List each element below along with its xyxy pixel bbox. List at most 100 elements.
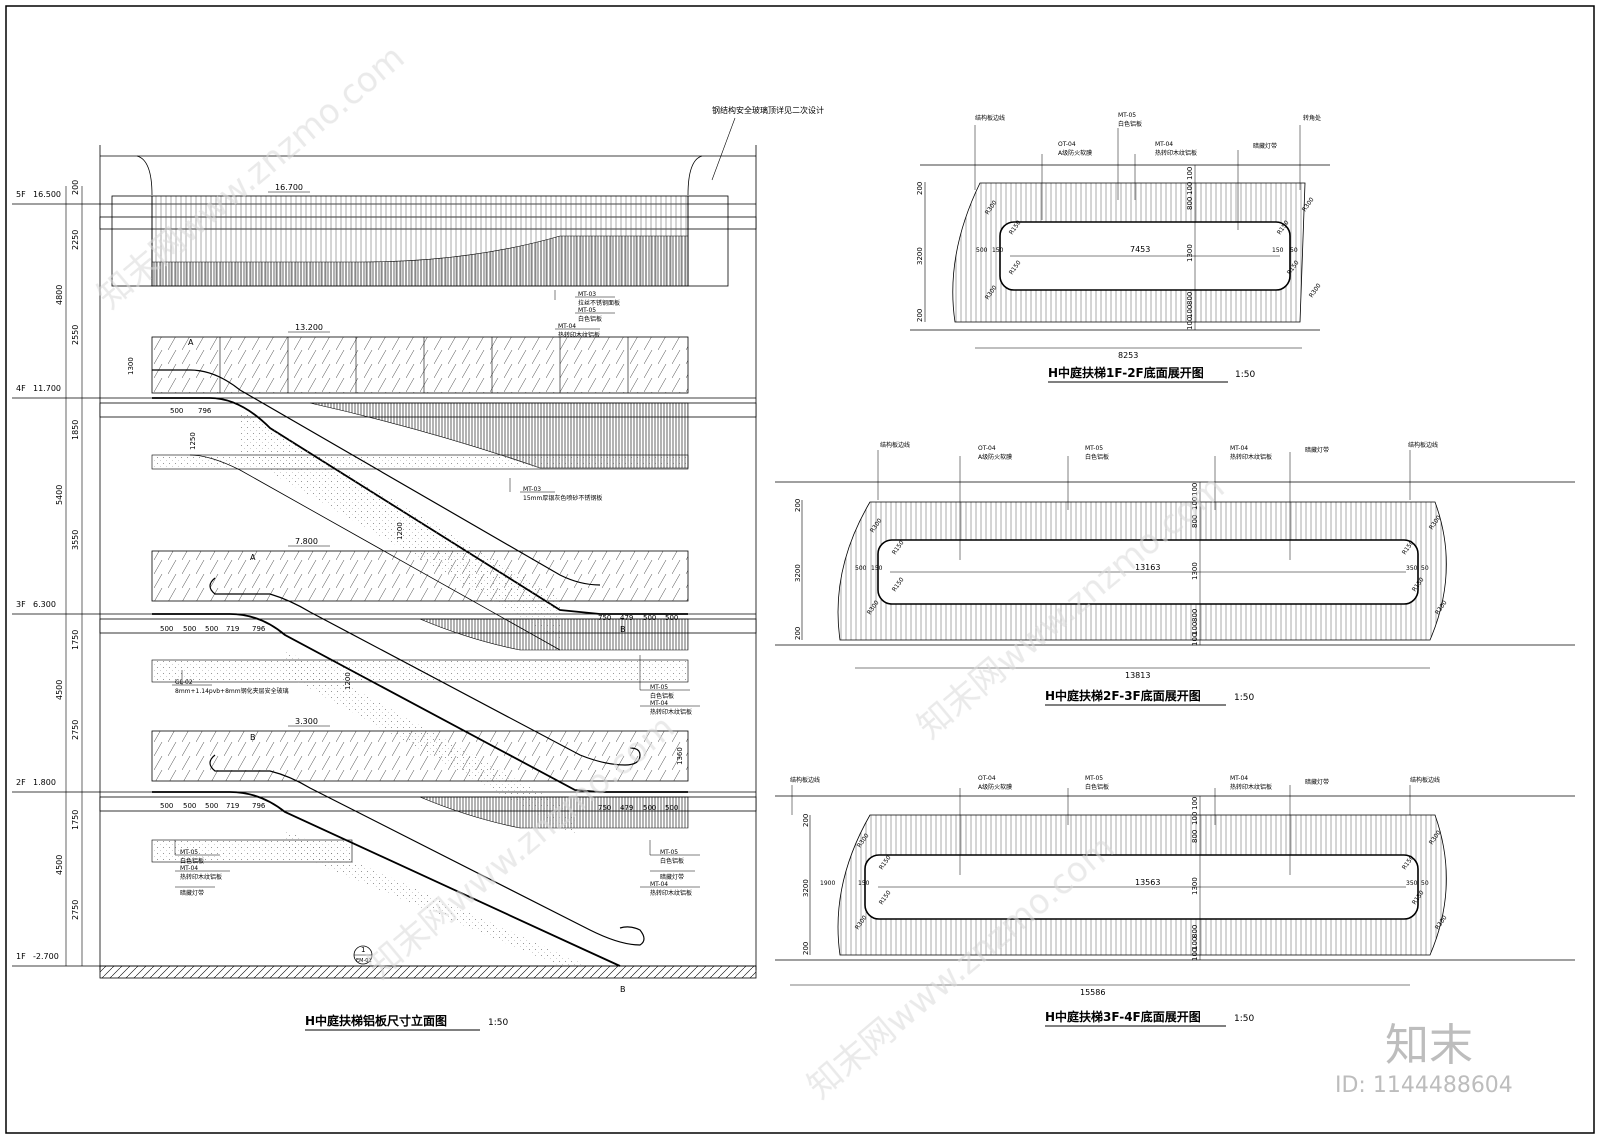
section-mark: B (250, 733, 256, 742)
callout-text: 热转印木纹铝板 (180, 873, 222, 881)
rail-mark: 7.800 (295, 537, 318, 546)
overall-dim: 13813 (1125, 671, 1150, 680)
side-dim: 350 (1406, 565, 1418, 572)
dim-label: 4500 (55, 680, 64, 700)
plan-label-code: MT-04 (1230, 775, 1248, 782)
level-label: 4F (16, 384, 26, 393)
stair-dim: 479 (620, 804, 633, 812)
dim-label: 1300 (1191, 877, 1199, 895)
dim-label: 100 (1186, 167, 1194, 180)
side-dim: 150 (1272, 247, 1284, 254)
callout-code: GL-02 (175, 679, 193, 686)
callout-text: 热转印木纹铝板 (650, 889, 692, 897)
brand-logo: 知末 (1385, 1020, 1473, 1071)
dim-label: 2250 (71, 230, 80, 250)
callout-text: 白色铝板 (180, 857, 204, 865)
dim-label: 1300 (1186, 244, 1194, 262)
plan-label: 转角处 (1303, 114, 1321, 122)
dim-label: 5400 (55, 485, 64, 505)
plan-label-code: MT-04 (1230, 445, 1248, 452)
dim-label: 1750 (71, 630, 80, 650)
stair-dim: 500 (160, 625, 173, 633)
inner-dim: 13563 (1135, 878, 1160, 887)
side-dim: 150 (858, 880, 870, 887)
callout-text: 热转印木纹铝板 (650, 708, 692, 716)
callout-text: 拉丝不锈钢面板 (578, 299, 620, 307)
callout-code: MT-04 (650, 881, 668, 888)
plan-label-code: MT-05 (1085, 445, 1103, 452)
plan-label-code: OT-04 (978, 445, 996, 452)
dim-label: 200 (794, 499, 802, 512)
plan-label: 暗藏灯带 (1253, 142, 1277, 150)
callout-text: 热转印木纹铝板 (558, 331, 600, 339)
plan-scale: 1:50 (1235, 370, 1255, 380)
plan-label: 暗藏灯带 (1305, 778, 1329, 786)
rail-mark: 13.200 (295, 323, 323, 332)
side-dim: 50 (1421, 565, 1429, 572)
stair-dim: 500 (160, 802, 173, 810)
dim-label: 100 (1191, 497, 1199, 510)
stair-dim: 500 (643, 804, 656, 812)
callout-code: MT-03 (523, 486, 541, 493)
dim-label: 200 (802, 814, 810, 827)
stair-dim: 1250 (189, 432, 197, 450)
dim-label: 1850 (71, 420, 80, 440)
stair-dim: 500 (643, 614, 656, 622)
dim-label: 800 (1191, 515, 1199, 528)
dim-label: 100 (1191, 948, 1199, 961)
plan-1f-2f: 8253 7453 200 3200 200 100 100 800 1300 … (910, 112, 1330, 383)
stair-dim: 796 (198, 407, 212, 415)
section-mark: A (250, 553, 256, 562)
callout-text: 白色铝板 (650, 692, 674, 700)
plan-title: H中庭扶梯1F-2F底面展开图 (1048, 365, 1204, 380)
plan-label: 热转印木纹铝板 (1230, 453, 1272, 461)
stair-dim: 500 (665, 804, 678, 812)
rail-mark: 16.700 (275, 183, 303, 192)
dim-label: 200 (71, 180, 80, 195)
stair-dim: 500 (183, 625, 196, 633)
plan-label: A级防火软膜 (1058, 149, 1092, 157)
plan-label: 热转印木纹铝板 (1155, 149, 1197, 157)
radius-label: R300 (1308, 282, 1323, 299)
plan-label: 结构板边线 (1410, 776, 1440, 784)
dim-label: 100 (1186, 305, 1194, 318)
stair-dim: 500 (205, 625, 218, 633)
plan-label-code: OT-04 (978, 775, 996, 782)
inner-dim: 13163 (1135, 563, 1160, 572)
stair-dim: 1360 (676, 747, 684, 765)
stair-dim: 500 (170, 407, 183, 415)
stair-dim: 796 (252, 625, 266, 633)
stair-dim: 750 (598, 804, 611, 812)
level-label: 3F (16, 600, 26, 609)
plan-label: 白色铝板 (1085, 453, 1109, 461)
dim-label: 4800 (55, 285, 64, 305)
brand-id: ID: 1144488604 (1335, 1073, 1513, 1098)
dim-label: 2750 (71, 720, 80, 740)
dim-label: 100 (1191, 937, 1199, 950)
dim-label: 800 (1186, 292, 1194, 305)
plan-scale: 1:50 (1234, 693, 1254, 703)
overall-dim: 15586 (1080, 988, 1105, 997)
plan-label: 白色铝板 (1085, 783, 1109, 791)
callout-code: MT-04 (180, 865, 198, 872)
side-dim: 350 (1406, 880, 1418, 887)
plan-label: A级防火软膜 (978, 783, 1012, 791)
section-mark: B (620, 985, 626, 994)
dim-label: 800 (1186, 197, 1194, 210)
dim-label: 100 (1186, 182, 1194, 195)
dim-label: 200 (916, 182, 924, 195)
plan-label: 结构板边线 (975, 114, 1005, 122)
callout-code: MT-05 (660, 849, 678, 856)
side-dim: 50 (1421, 880, 1429, 887)
stair-dim: 796 (252, 802, 266, 810)
dim-label: 100 (1186, 317, 1194, 330)
stair-dim: 750 (598, 614, 611, 622)
plan-label: 结构板边线 (1408, 441, 1438, 449)
level-elev: 1.800 (33, 778, 56, 787)
plan-title: H中庭扶梯2F-3F底面展开图 (1045, 688, 1201, 703)
stair-dim: 479 (620, 614, 633, 622)
dim-label: 800 (1191, 925, 1199, 938)
dim-label: 3200 (802, 879, 810, 897)
rail-mark: 3.300 (295, 717, 318, 726)
